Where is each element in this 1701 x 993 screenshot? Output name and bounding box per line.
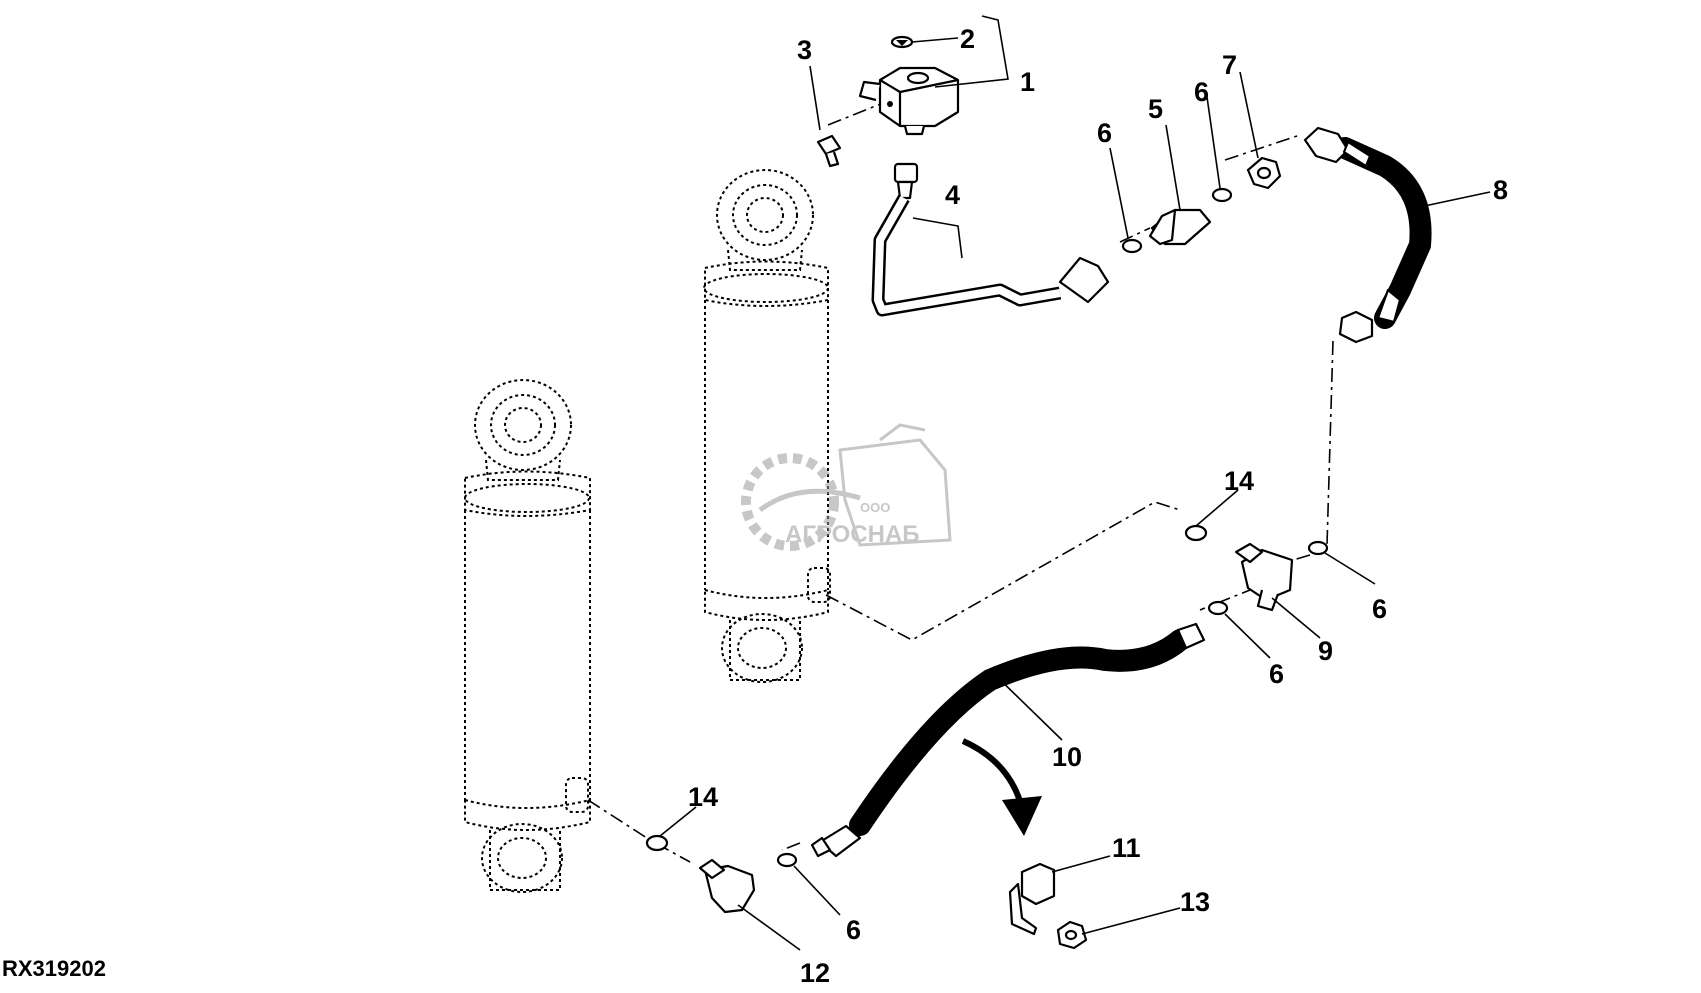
- part-7-nut: [1246, 156, 1282, 190]
- part-1-block: [858, 66, 960, 136]
- callout-14a: 14: [1224, 466, 1254, 496]
- part-4-tube: [871, 162, 1110, 317]
- leader-lines: [659, 15, 1491, 951]
- callout-13: 13: [1180, 887, 1210, 917]
- callout-8: 8: [1493, 175, 1508, 205]
- ghost-cylinder-left: [464, 379, 591, 893]
- part-6-washer-b: [1211, 187, 1233, 203]
- part-3-fitting: [816, 134, 842, 168]
- part-6-washer-a: [1121, 238, 1143, 254]
- callout-labels: 1 2 3 4 5 6 6 7 8 14 6 9 6 10 14 6 12 11…: [688, 24, 1508, 988]
- callout-7: 7: [1222, 50, 1237, 80]
- part-12-elbow: [698, 858, 756, 914]
- callout-3: 3: [797, 35, 812, 65]
- part-5-adapter: [1148, 208, 1212, 246]
- callout-6b: 6: [1194, 77, 1209, 107]
- callout-1: 1: [1020, 67, 1035, 97]
- callout-12: 12: [800, 958, 830, 988]
- part-6-washer-c: [1307, 540, 1329, 556]
- part-9-elbow: [1234, 542, 1294, 612]
- callout-5: 5: [1148, 94, 1163, 124]
- part-11-clip: [1008, 862, 1056, 936]
- callout-4: 4: [945, 180, 960, 210]
- part-14-washer-b: [645, 834, 669, 852]
- callout-14b: 14: [688, 782, 718, 812]
- callout-6e: 6: [846, 915, 861, 945]
- center-lines: [587, 87, 1334, 863]
- part-2-cap: [890, 35, 914, 49]
- detail-arrow-icon: [961, 738, 1042, 836]
- part-6-washer-e: [776, 852, 798, 868]
- watermark-name-text: АГРОСНАБ: [785, 521, 920, 548]
- callout-9: 9: [1318, 636, 1333, 666]
- callout-10: 10: [1052, 742, 1082, 772]
- part-8-hose: [1303, 126, 1432, 344]
- callout-2: 2: [960, 24, 975, 54]
- figure-id: RX319202: [2, 956, 106, 981]
- callout-6d: 6: [1269, 659, 1284, 689]
- watermark-small-text: ООО: [860, 500, 890, 515]
- ghost-cylinder-right: [703, 169, 831, 683]
- callout-6c: 6: [1372, 594, 1387, 624]
- part-10-hose: [810, 622, 1206, 858]
- callout-6a: 6: [1097, 118, 1112, 148]
- watermark-logo: ООО АГРОСНАБ: [741, 423, 952, 551]
- part-13-nut: [1056, 920, 1088, 950]
- part-6-washer-d: [1207, 600, 1229, 616]
- part-14-washer-a: [1184, 524, 1208, 542]
- callout-11: 11: [1112, 833, 1141, 863]
